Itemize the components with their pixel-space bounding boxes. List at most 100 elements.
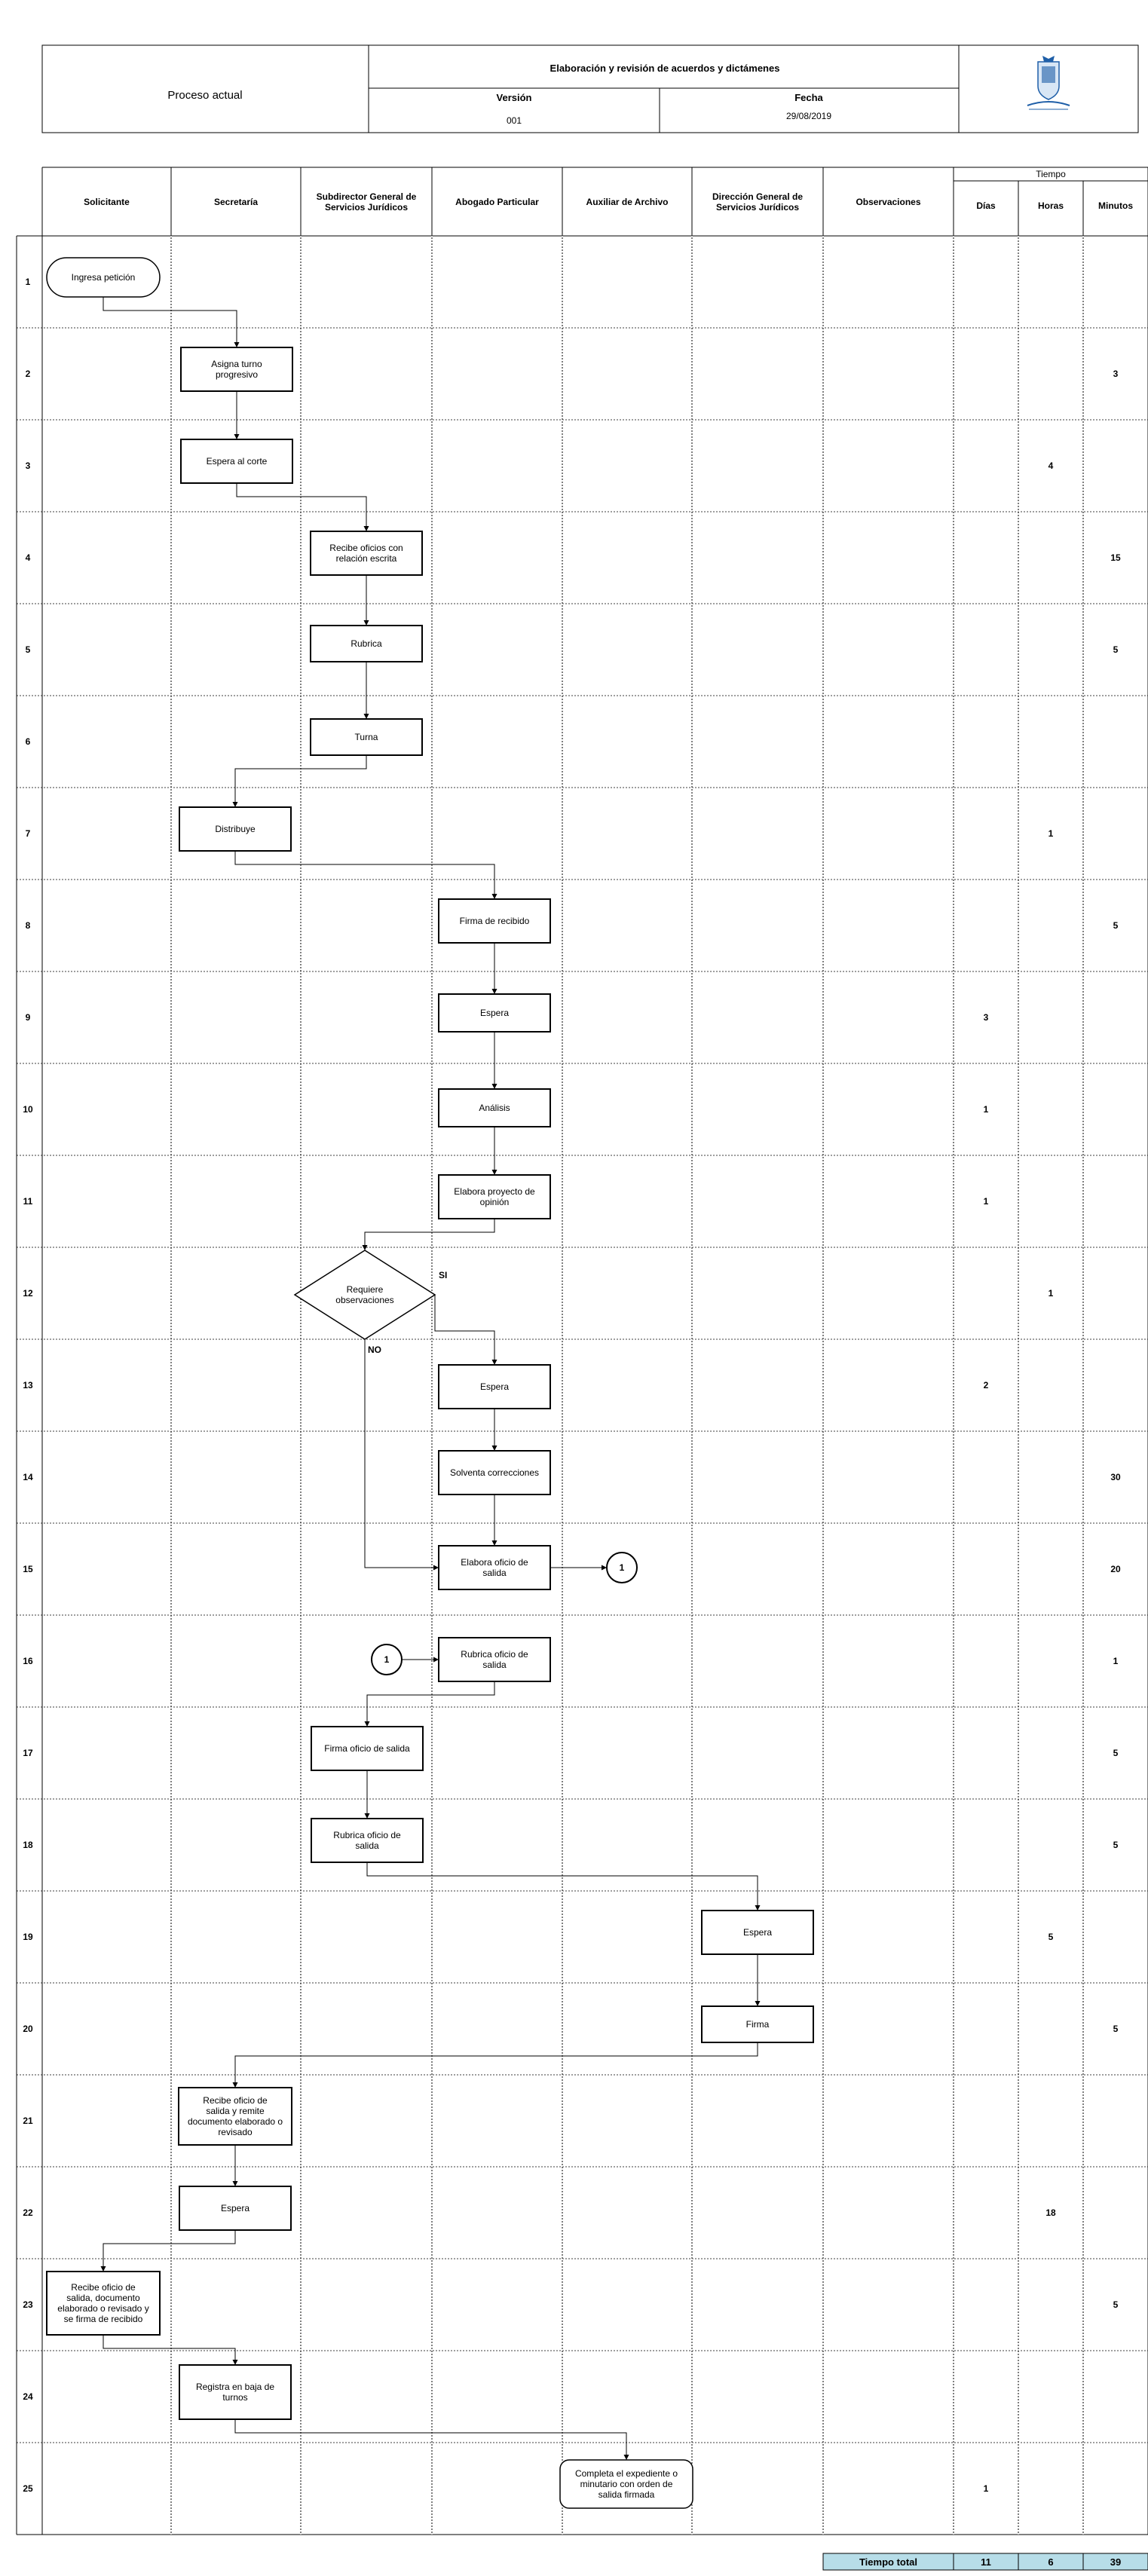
time-column-header-3: Minutos	[1098, 200, 1133, 211]
time-cell: 18	[1045, 2207, 1056, 2218]
flow-connectors	[100, 297, 761, 2460]
row-number: 6	[26, 736, 31, 747]
flow-step-label: Firma de recibido	[460, 916, 530, 926]
row-number: 4	[26, 552, 31, 563]
total-value-2: 6	[1048, 2556, 1053, 2568]
flow-step-label: Distribuye	[215, 824, 256, 834]
decision-no-label: NO	[368, 1345, 381, 1355]
flow-step-9: Espera	[438, 993, 551, 1033]
flow-step-3: Espera al corte	[180, 439, 293, 484]
column-header-5: Auxiliar de Archivo	[586, 197, 669, 207]
time-cell: 5	[1113, 1840, 1119, 1850]
time-cell: 1	[984, 1104, 989, 1115]
time-cell: 1	[984, 2483, 989, 2494]
flow-step-5: Rubrica	[310, 625, 423, 662]
institution-logo	[1027, 56, 1070, 110]
row-number: 8	[26, 920, 31, 931]
edge-20-21	[232, 2042, 758, 2088]
time-cell: 5	[1113, 920, 1119, 931]
flow-step-label: Espera al corte	[207, 456, 268, 467]
flow-step-label: Espera	[743, 1927, 772, 1938]
edge-22-23	[100, 2230, 236, 2272]
flow-step-7: Distribuye	[179, 806, 292, 852]
version-value: 001	[507, 115, 522, 126]
row-number: 23	[23, 2299, 33, 2310]
time-cell: 5	[1113, 1748, 1119, 1758]
date-label: Fecha	[794, 92, 823, 103]
document-header: Proceso actual Elaboración y revisión de…	[41, 44, 1139, 133]
edge-3-4	[236, 483, 369, 531]
row-number: 16	[23, 1656, 33, 1666]
total-row-background	[822, 2553, 1148, 2571]
flow-step-label: Espera	[221, 2203, 249, 2213]
time-cell: 15	[1110, 552, 1121, 563]
edge-no-15	[364, 1339, 439, 1571]
flow-step-label: Ingresa petición	[72, 272, 136, 283]
flow-step-13: Espera	[438, 1364, 551, 1409]
total-value-3: 39	[1110, 2556, 1121, 2568]
time-cell: 5	[1113, 644, 1119, 655]
svg-text:1: 1	[620, 1562, 625, 1573]
flow-step-22: Espera	[179, 2186, 292, 2231]
edge-yes-13	[434, 1295, 497, 1365]
edge-11-12	[362, 1219, 495, 1250]
time-cell: 20	[1110, 1564, 1121, 1574]
row-numbers: 1234567891011121314151617181920212223242…	[23, 277, 33, 2494]
flow-step-19: Espera	[701, 1910, 814, 1955]
flow-step-8: Firma de recibido	[438, 898, 551, 944]
column-header-4: Abogado Particular	[455, 197, 539, 207]
time-cell: 2	[984, 1380, 989, 1390]
document-title: Elaboración y revisión de acuerdos y dic…	[550, 63, 780, 74]
flow-step-6: Turna	[310, 718, 423, 756]
time-cell: 1	[1113, 1656, 1119, 1666]
row-number: 9	[26, 1012, 31, 1023]
row-number: 5	[26, 644, 31, 655]
flow-step-label: Solventa correcciones	[450, 1467, 539, 1478]
time-cell: 1	[1049, 828, 1054, 839]
flow-step-10: Análisis	[438, 1088, 551, 1127]
flow-step-label: Rubrica	[351, 638, 382, 649]
time-cell: 5	[1049, 1932, 1054, 1942]
row-number: 1	[26, 277, 31, 287]
time-cell: 1	[984, 1196, 989, 1207]
time-cell: 3	[1113, 369, 1119, 379]
time-cell: 30	[1110, 1472, 1121, 1482]
flow-step-label: Firma	[746, 2019, 770, 2030]
row-number: 12	[23, 1288, 33, 1299]
column-header-2: Secretaría	[214, 197, 258, 207]
row-number: 11	[23, 1196, 33, 1207]
row-number: 15	[23, 1564, 33, 1574]
flow-step-20: Firma	[701, 2005, 814, 2043]
row-number: 24	[23, 2391, 33, 2402]
row-number: 21	[23, 2116, 33, 2126]
row-number: 17	[23, 1748, 33, 1758]
decision-yes-label: SI	[439, 1270, 447, 1280]
row-number: 20	[23, 2024, 33, 2034]
flow-step-1: Ingresa petición	[46, 257, 161, 298]
time-header: Tiempo	[1036, 169, 1066, 179]
edge-24-25	[234, 2419, 629, 2460]
date-value: 29/08/2019	[786, 111, 831, 121]
edge-7-8	[234, 851, 497, 899]
time-column-header-1: Días	[976, 200, 996, 211]
